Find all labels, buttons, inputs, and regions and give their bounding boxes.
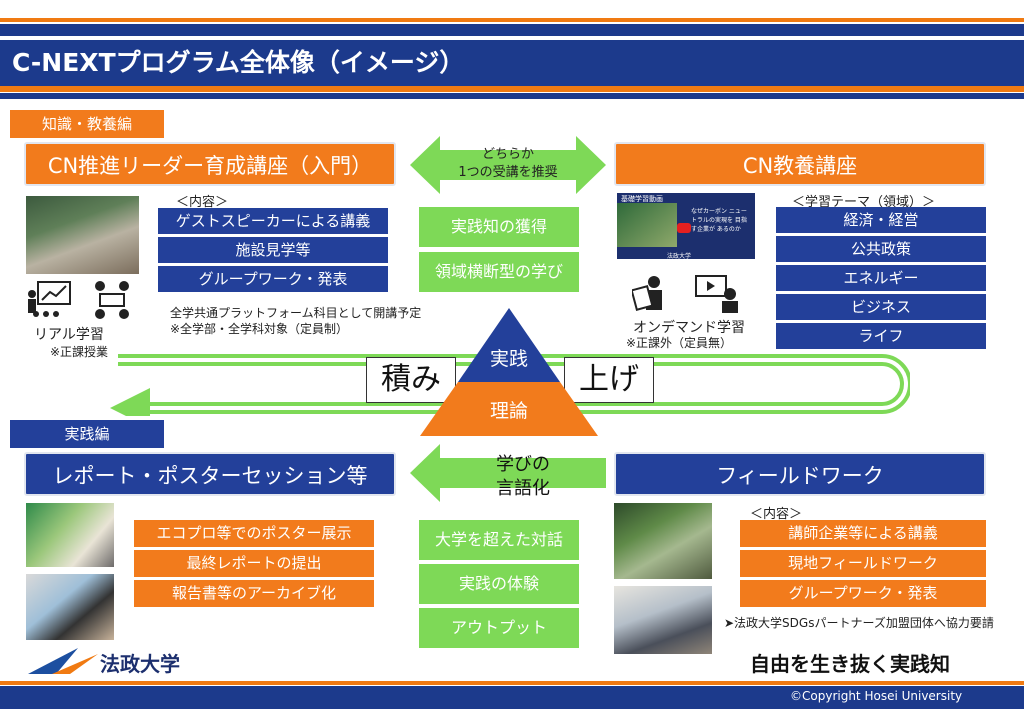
cn-culture-header: CN教養講座 bbox=[614, 142, 986, 186]
loop-right-label: 上げ bbox=[579, 362, 639, 397]
cn-intro-header: CN推進リーダー育成講座（入門） bbox=[24, 142, 396, 186]
top-stripe-navy bbox=[0, 24, 1024, 36]
arrow-top-text-2: 1つの受講を推奨 bbox=[458, 165, 558, 180]
poster-session-photo-1 bbox=[26, 503, 114, 567]
bottom-stripe-orange bbox=[0, 681, 1024, 685]
logo-text: 法政大学 bbox=[100, 652, 180, 676]
loop-right-box bbox=[564, 357, 654, 403]
video-bottom-bar bbox=[617, 259, 755, 269]
title-stripe-navy bbox=[0, 93, 1024, 99]
center-top-item-2: 領域横断型の学び bbox=[419, 252, 579, 292]
play-icon[interactable] bbox=[677, 223, 691, 233]
cn-intro-content-label: ＜内容＞ bbox=[176, 195, 229, 210]
center-bottom-item-3: アウトプット bbox=[419, 608, 579, 648]
report-item-2: 最終レポートの提出 bbox=[134, 550, 374, 577]
verbalize-text-2: 言語化 bbox=[496, 478, 550, 499]
cumulative-loop-arrow bbox=[110, 354, 910, 416]
ondemand-note: ※正課外（定員無） bbox=[626, 336, 733, 350]
presentation-icon bbox=[28, 281, 71, 317]
fieldwork-content-label: ＜内容＞ bbox=[750, 507, 803, 522]
top-stripe-orange-1 bbox=[0, 18, 1024, 22]
theme-item-1: 経済・経営 bbox=[776, 207, 986, 233]
slogan: 自由を生き抜く実践知 bbox=[750, 652, 950, 676]
page-title: C-NEXTプログラム全体像（イメージ） bbox=[0, 40, 1024, 86]
report-item-3: 報告書等のアーカイブ化 bbox=[134, 580, 374, 607]
triangle-top-label: 実践 bbox=[489, 348, 528, 370]
verbalize-text-1: 学びの bbox=[496, 454, 550, 475]
video-univ: 法政大学 bbox=[667, 253, 692, 260]
fieldwork-photo-2 bbox=[614, 586, 712, 654]
theme-item-3: エネルギー bbox=[776, 265, 986, 291]
cn-intro-item-3: グループワーク・発表 bbox=[158, 266, 388, 292]
center-bottom-item-1: 大学を超えた対話 bbox=[419, 520, 579, 560]
tablet-learning-icon bbox=[632, 276, 662, 311]
lecture-photo bbox=[26, 196, 139, 274]
center-bottom-item-2: 実践の体験 bbox=[419, 564, 579, 604]
knowledge-section-tag: 知識・教養編 bbox=[10, 110, 164, 138]
title-stripe-orange bbox=[0, 86, 1024, 92]
practice-theory-triangle bbox=[420, 308, 598, 436]
hosei-logo-icon bbox=[28, 648, 98, 674]
theme-item-2: 公共政策 bbox=[776, 236, 986, 262]
group-meeting-icon bbox=[95, 281, 129, 319]
report-header: レポート・ポスターセッション等 bbox=[24, 452, 396, 496]
report-item-1: エコプロ等でのポスター展示 bbox=[134, 520, 374, 547]
verbalize-arrow bbox=[410, 444, 606, 502]
video-learning-icon bbox=[695, 275, 738, 313]
poster-session-photo-2 bbox=[26, 574, 114, 640]
real-learning-note: ※正課授業 bbox=[50, 345, 109, 359]
practice-section-tag: 実践編 bbox=[10, 420, 164, 448]
triangle-bottom-label: 理論 bbox=[489, 400, 528, 422]
cn-intro-note-2: ※全学部・全学科対象（定員制） bbox=[170, 322, 349, 336]
video-photo-area bbox=[617, 203, 677, 247]
theme-label: ＜学習テーマ（領域）＞ bbox=[792, 195, 936, 210]
cn-intro-note-1: 全学共通プラットフォーム科目として開講予定 bbox=[170, 306, 422, 320]
video-title: 基礎学習動画 bbox=[621, 195, 663, 203]
bottom-stripe-navy bbox=[0, 686, 1024, 709]
real-learning-label: リアル学習 bbox=[34, 327, 104, 343]
cn-intro-item-2: 施設見学等 bbox=[158, 237, 388, 263]
cn-intro-item-1: ゲストスピーカーによる講義 bbox=[158, 208, 388, 234]
double-arrow-top bbox=[410, 136, 606, 194]
loop-left-label: 積み bbox=[381, 362, 441, 397]
center-top-item-1: 実践知の獲得 bbox=[419, 207, 579, 247]
fieldwork-header: フィールドワーク bbox=[614, 452, 986, 496]
fieldwork-photo-1 bbox=[614, 503, 712, 579]
copyright: ©Copyright Hosei University bbox=[790, 689, 963, 703]
theme-item-5: ライフ bbox=[776, 323, 986, 349]
fieldwork-note: ➤法政大学SDGsパートナーズ加盟団体へ協力要請 bbox=[724, 616, 994, 630]
fieldwork-item-2: 現地フィールドワーク bbox=[740, 550, 986, 577]
ondemand-label: オンデマンド学習 bbox=[633, 320, 745, 336]
loop-left-box bbox=[366, 357, 456, 403]
video-text: なぜカーボン ニュートラルの実現を 目指す企業が あるのか bbox=[691, 208, 747, 233]
arrow-top-text-1: どちらか bbox=[481, 147, 534, 162]
fieldwork-item-3: グループワーク・発表 bbox=[740, 580, 986, 607]
video-thumbnail: 基礎学習動画 なぜカーボン ニュートラルの実現を 目指す企業が あるのか 法政大… bbox=[617, 193, 755, 269]
theme-item-4: ビジネス bbox=[776, 294, 986, 320]
fieldwork-item-1: 講師企業等による講義 bbox=[740, 520, 986, 547]
